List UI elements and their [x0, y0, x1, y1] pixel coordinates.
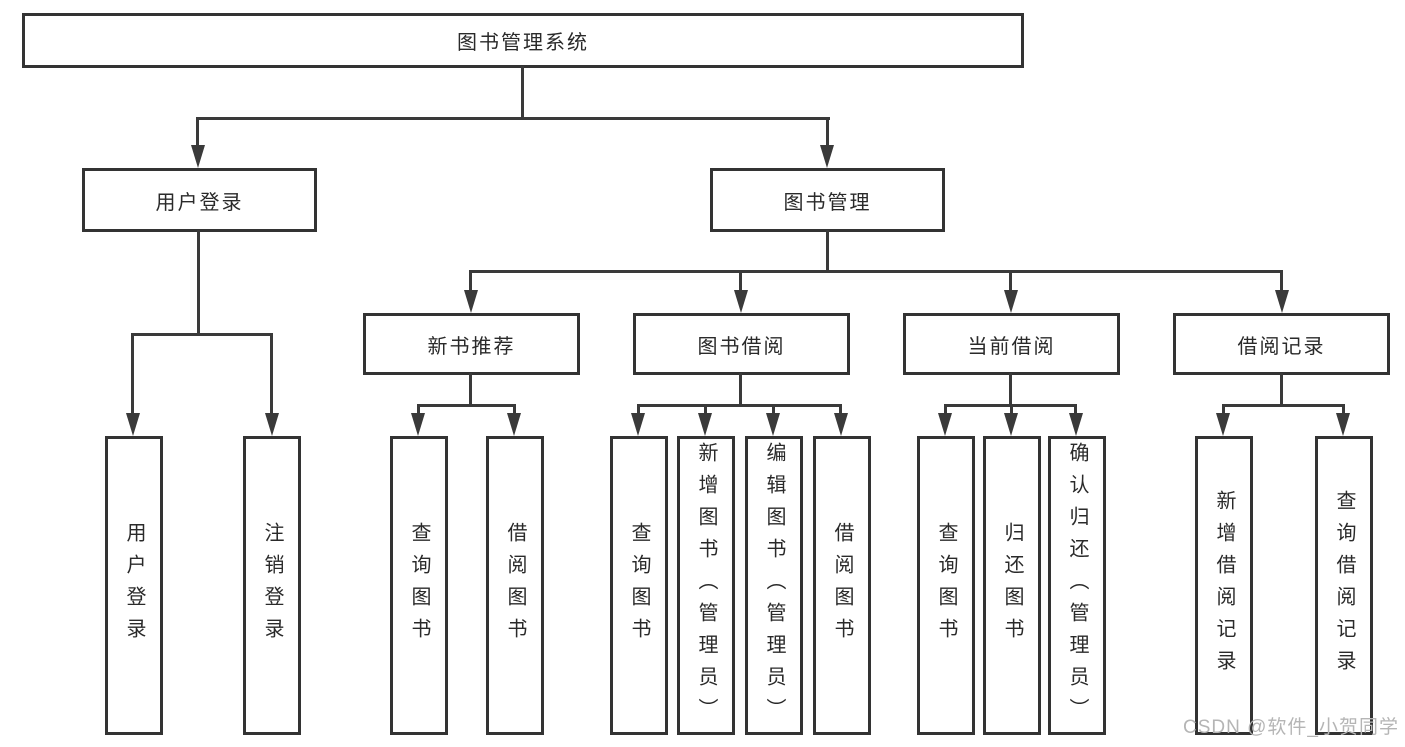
arrowhead-cb-return	[1004, 413, 1018, 436]
arrowhead-bb-query	[631, 413, 645, 436]
watermark: CSDN @软件_小贺同学	[1183, 717, 1399, 738]
node-new-book-recommend-label: 新书推荐	[427, 335, 516, 358]
connector-book-borrow-branch	[637, 404, 842, 407]
leaf-current-return-book-label: 归还图书	[1001, 521, 1023, 650]
connector-drop-bb-add	[704, 404, 707, 414]
connector-drop-book-borrow	[739, 270, 742, 291]
node-borrow-record-label: 借阅记录	[1237, 335, 1326, 358]
connector-root-stem	[521, 66, 524, 118]
leaf-current-query-book-label: 查询图书	[935, 521, 957, 650]
leaf-newbook-borrow-book-label: 借阅图书	[504, 521, 526, 650]
connector-drop-book-management	[826, 117, 829, 146]
node-book-management: 图书管理	[710, 168, 945, 232]
connector-book-management-stem	[826, 230, 829, 273]
arrowhead-nb-borrow	[507, 413, 521, 436]
connector-new-book-branch	[417, 404, 516, 407]
connector-drop-nb-query	[417, 404, 420, 414]
leaf-record-query-record: 查询借阅记录	[1315, 436, 1373, 735]
leaf-borrow-borrow-book-label: 借阅图书	[831, 521, 853, 650]
connector-drop-new-book	[469, 270, 472, 291]
connector-book-management-branch	[469, 270, 1283, 273]
arrowhead-leaf-logout	[265, 413, 279, 436]
leaf-logout: 注销登录	[243, 436, 301, 735]
arrowhead-cb-query	[938, 413, 952, 436]
connector-drop-borrow-record	[1280, 270, 1283, 291]
arrowhead-cb-confirm	[1069, 413, 1083, 436]
arrowhead-br-query	[1336, 413, 1350, 436]
leaf-borrow-add-book-admin: 新增图书（管理员）	[677, 436, 735, 735]
leaf-borrow-query-book-label: 查询图书	[628, 521, 650, 650]
connector-user-login-stem	[197, 230, 200, 336]
leaf-current-confirm-return-admin: 确认归还（管理员）	[1048, 436, 1106, 735]
node-new-book-recommend: 新书推荐	[363, 313, 580, 375]
leaf-borrow-query-book: 查询图书	[610, 436, 668, 735]
node-book-management-label: 图书管理	[783, 191, 872, 214]
leaf-record-add-record: 新增借阅记录	[1195, 436, 1253, 735]
node-book-borrow-label: 图书借阅	[697, 335, 786, 358]
connector-drop-cb-confirm	[1074, 404, 1077, 414]
arrowhead-book-management	[820, 145, 834, 168]
connector-drop-cb-return	[1010, 404, 1013, 414]
leaf-newbook-query-book: 查询图书	[390, 436, 448, 735]
arrowhead-user-login	[191, 145, 205, 168]
arrowhead-bb-borrow	[834, 413, 848, 436]
connector-new-book-stem	[469, 373, 472, 407]
arrowhead-leaf-user-login	[126, 413, 140, 436]
node-borrow-record: 借阅记录	[1173, 313, 1390, 375]
connector-borrow-record-stem	[1280, 373, 1283, 407]
connector-user-login-branch	[131, 333, 273, 336]
leaf-record-query-record-label: 查询借阅记录	[1333, 489, 1355, 682]
arrowhead-new-book	[464, 290, 478, 313]
arrowhead-br-add	[1216, 413, 1230, 436]
leaf-current-confirm-return-admin-label: 确认归还（管理员）	[1066, 441, 1088, 730]
arrowhead-nb-query	[411, 413, 425, 436]
node-current-borrow-label: 当前借阅	[967, 335, 1056, 358]
node-book-borrow: 图书借阅	[633, 313, 850, 375]
arrowhead-current-borrow	[1004, 290, 1018, 313]
node-current-borrow: 当前借阅	[903, 313, 1120, 375]
leaf-user-login-label: 用户登录	[123, 521, 145, 650]
connector-drop-user-login	[196, 117, 199, 146]
connector-drop-bb-edit	[772, 404, 775, 414]
leaf-borrow-borrow-book: 借阅图书	[813, 436, 871, 735]
connector-drop-leaf-logout	[270, 333, 273, 414]
connector-drop-br-query	[1342, 404, 1345, 414]
node-root: 图书管理系统	[22, 13, 1024, 68]
node-user-login-label: 用户登录	[155, 191, 244, 214]
leaf-record-add-record-label: 新增借阅记录	[1213, 489, 1235, 682]
leaf-borrow-add-book-admin-label: 新增图书（管理员）	[695, 441, 717, 730]
connector-root-branch	[196, 117, 830, 120]
node-user-login: 用户登录	[82, 168, 317, 232]
connector-drop-bb-borrow	[839, 404, 842, 414]
leaf-newbook-query-book-label: 查询图书	[408, 521, 430, 650]
arrowhead-bb-add	[698, 413, 712, 436]
leaf-current-return-book: 归还图书	[983, 436, 1041, 735]
leaf-borrow-edit-book-admin-label: 编辑图书（管理员）	[763, 441, 785, 730]
connector-borrow-record-branch	[1222, 404, 1344, 407]
connector-drop-cb-query	[944, 404, 947, 414]
leaf-borrow-edit-book-admin: 编辑图书（管理员）	[745, 436, 803, 735]
leaf-newbook-borrow-book: 借阅图书	[486, 436, 544, 735]
leaf-current-query-book: 查询图书	[917, 436, 975, 735]
connector-current-borrow-stem	[1009, 373, 1012, 407]
arrowhead-book-borrow	[734, 290, 748, 313]
connector-book-borrow-stem	[739, 373, 742, 407]
connector-drop-bb-query	[637, 404, 640, 414]
leaf-user-login: 用户登录	[105, 436, 163, 735]
arrowhead-bb-edit	[766, 413, 780, 436]
connector-drop-nb-borrow	[513, 404, 516, 414]
node-root-label: 图书管理系统	[457, 32, 589, 54]
leaf-logout-label: 注销登录	[261, 521, 283, 650]
connector-drop-current-borrow	[1009, 270, 1012, 291]
connector-drop-leaf-user-login	[131, 333, 134, 414]
connector-drop-br-add	[1222, 404, 1225, 414]
arrowhead-borrow-record	[1275, 290, 1289, 313]
